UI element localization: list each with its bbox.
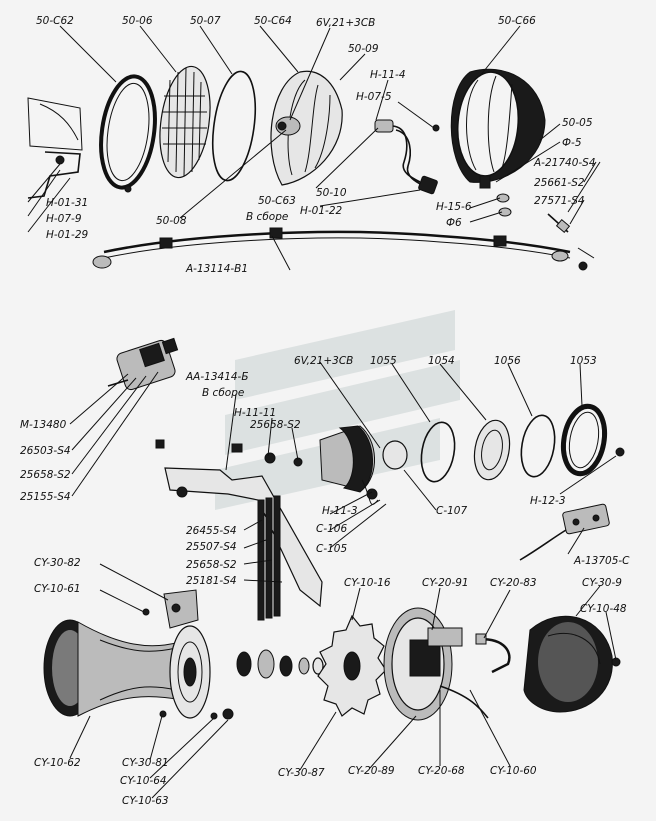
label-cy-10-61: CY-10-61 xyxy=(34,583,81,595)
label-c-105: C-105 xyxy=(316,543,347,555)
label-cy-30-9: CY-30-9 xyxy=(582,577,622,589)
label-f-5: Ф-5 xyxy=(562,137,582,149)
label-50-08: 50-08 xyxy=(156,215,187,227)
bracket-aa-13414 xyxy=(155,439,323,621)
label-cy-10-60: CY-10-60 xyxy=(490,765,537,777)
label-27571-s4: 27571-S4 xyxy=(534,195,585,207)
mount-bracket xyxy=(27,97,83,199)
label-a-13114-b1: A-13114-B1 xyxy=(185,263,248,275)
horn-trumpet xyxy=(43,619,211,719)
label-cy-10-62: CY-10-62 xyxy=(34,757,81,769)
label-50-09: 50-09 xyxy=(348,43,379,55)
gasket-50-07 xyxy=(211,70,257,182)
spacer-stack xyxy=(236,649,324,679)
lens-50-06 xyxy=(159,65,211,179)
label-h-11-4: H-11-4 xyxy=(370,69,406,81)
reflector-50-c64 xyxy=(270,70,343,186)
signal-lamp-group xyxy=(107,337,625,621)
label-50-c64: 50-C64 xyxy=(254,15,292,27)
label-cy-20-68: CY-20-68 xyxy=(418,765,465,777)
label-h-15-6: H-15-6 xyxy=(436,201,472,213)
label-v-sbore-top: В сборе xyxy=(246,211,288,223)
label-c-107: C-107 xyxy=(436,505,467,517)
screw-cy-10-64 xyxy=(159,710,167,718)
diaphragm-cy-30-87 xyxy=(317,614,387,717)
label-26503-s4: 26503-S4 xyxy=(20,445,71,457)
label-h-11-3: H-11-3 xyxy=(322,505,358,517)
label-h-01-29: H-01-29 xyxy=(46,229,89,241)
gasket-1055 xyxy=(420,421,456,483)
label-cy-10-48: CY-10-48 xyxy=(580,603,627,615)
label-h-07-9: H-07-9 xyxy=(46,213,82,225)
label-cy-10-64: CY-10-64 xyxy=(120,775,167,787)
headlamp-group xyxy=(27,65,595,271)
rim-50-c62 xyxy=(99,74,157,193)
label-h-12-3: H-12-3 xyxy=(530,495,566,507)
horn-cover xyxy=(523,615,621,713)
label-50-c63: 50-C63 xyxy=(258,195,296,207)
label-h-01-22: H-01-22 xyxy=(300,205,343,217)
label-6v21-top: 6V,21+3CB xyxy=(316,17,375,29)
label-26455-s4: 26455-S4 xyxy=(186,525,237,537)
label-h-01-31: H-01-31 xyxy=(46,197,88,209)
label-6v21-mid: 6V,21+3CB xyxy=(294,355,353,367)
label-25658-s2-a: 25658-S2 xyxy=(250,419,301,431)
fasteners-right xyxy=(496,193,595,271)
washer-cy-10-64 xyxy=(210,712,218,720)
label-1055: 1055 xyxy=(370,355,397,367)
label-25661-s2: 25661-S2 xyxy=(534,177,585,189)
label-v-sbore-mid: В сборе xyxy=(202,387,244,399)
label-h-07-5: H-07-5 xyxy=(356,91,392,103)
label-cy-20-91: CY-20-91 xyxy=(422,577,469,589)
horn-bracket xyxy=(142,589,199,629)
screw-h-12-3 xyxy=(615,447,625,457)
lens-1054 xyxy=(473,419,511,481)
adjuster-cy-20-83 xyxy=(475,633,511,674)
label-50-c62: 50-C62 xyxy=(36,15,74,27)
shell-50-c66 xyxy=(450,68,546,189)
connector-a-13705-c xyxy=(519,503,610,561)
tie-rod-a-13114-b1 xyxy=(92,227,571,269)
label-1054: 1054 xyxy=(428,355,455,367)
label-50-c66: 50-C66 xyxy=(498,15,536,27)
rim-1053 xyxy=(560,403,608,477)
gasket-1056 xyxy=(520,414,556,478)
part-labels: 50-C62 50-06 50-07 50-C64 6V,21+3CB 50-0… xyxy=(20,15,630,807)
wire-harness-50-10 xyxy=(374,119,440,195)
label-m-13480: M-13480 xyxy=(20,419,67,431)
nut-cy-10-63 xyxy=(222,708,234,720)
label-25658-s2-b: 25658-S2 xyxy=(20,469,71,481)
label-cy-20-89: CY-20-89 xyxy=(348,765,395,777)
label-f6: Ф6 xyxy=(446,217,462,229)
label-aa-13414: AA-13414-Б xyxy=(185,371,249,383)
label-cy-30-87: CY-30-87 xyxy=(278,767,325,779)
label-50-06: 50-06 xyxy=(122,15,153,27)
lamp-housing xyxy=(319,425,408,505)
label-cy-10-16: CY-10-16 xyxy=(344,577,391,589)
horn-body xyxy=(383,607,489,721)
label-25658-s2-c: 25658-S2 xyxy=(186,559,237,571)
label-cy-20-83: CY-20-83 xyxy=(490,577,537,589)
label-1056: 1056 xyxy=(494,355,521,367)
label-a-21740-s4: A-21740-S4 xyxy=(533,157,596,169)
label-50-10: 50-10 xyxy=(316,187,347,199)
label-cy-10-63: CY-10-63 xyxy=(122,795,169,807)
label-cy-30-81: CY-30-81 xyxy=(122,757,169,769)
label-h-11-11: H-11-11 xyxy=(234,407,276,419)
horn-group xyxy=(43,589,621,721)
switch-m-13480 xyxy=(107,337,179,391)
label-25155-s4: 25155-S4 xyxy=(20,491,71,503)
label-50-07: 50-07 xyxy=(190,15,221,27)
label-50-05: 50-05 xyxy=(562,117,593,129)
label-cy-30-82: CY-30-82 xyxy=(34,557,81,569)
label-1053: 1053 xyxy=(570,355,597,367)
label-25181-s4: 25181-S4 xyxy=(186,575,237,587)
leader-lines xyxy=(27,25,617,799)
label-c-106: C-106 xyxy=(316,523,347,535)
label-25507-s4: 25507-S4 xyxy=(186,541,237,553)
label-a-13705-c: A-13705-C xyxy=(573,555,630,567)
